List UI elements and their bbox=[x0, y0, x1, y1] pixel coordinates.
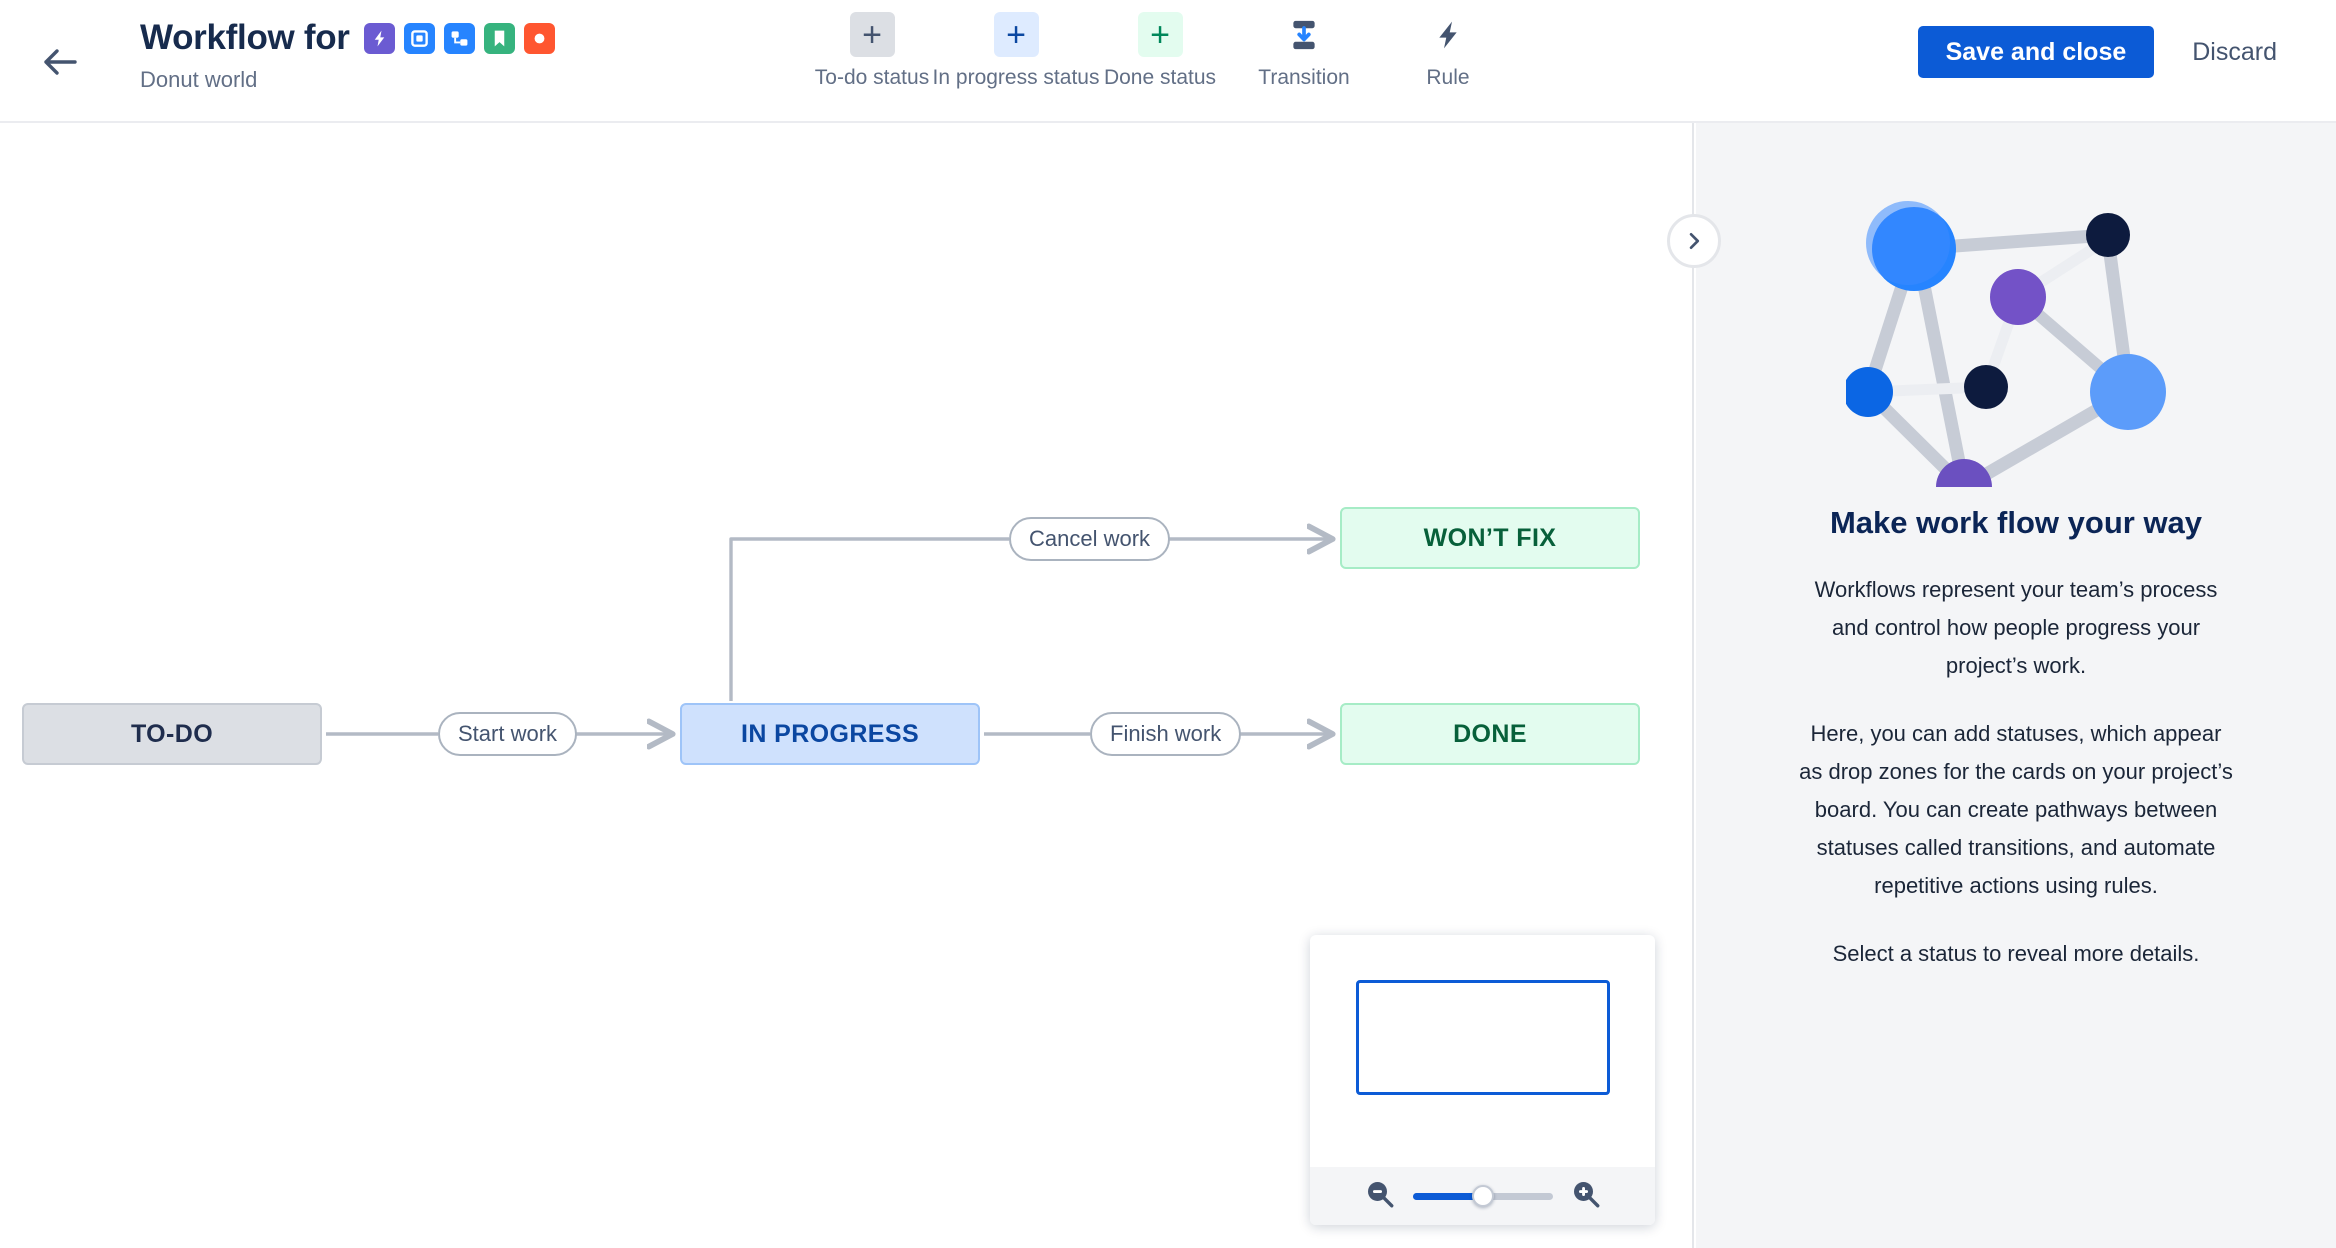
add-transition-button[interactable]: Transition bbox=[1232, 12, 1376, 90]
story-icon[interactable] bbox=[483, 22, 515, 54]
status-node-todo[interactable]: TO-DO bbox=[22, 703, 322, 765]
epic-icon[interactable] bbox=[363, 22, 395, 54]
transition-label-text: Cancel work bbox=[1029, 526, 1151, 551]
discard-button[interactable]: Discard bbox=[2178, 26, 2291, 78]
tool-label: To-do status bbox=[814, 66, 930, 89]
tool-label: Done status bbox=[1103, 66, 1217, 89]
back-button[interactable] bbox=[38, 40, 82, 84]
add-todo-status-button[interactable]: + To-do status bbox=[800, 12, 944, 90]
info-side-panel: Make work flow your way Workflows repres… bbox=[1696, 123, 2336, 1248]
add-rule-button[interactable]: Rule bbox=[1376, 12, 1520, 90]
transition-label-cancel-work[interactable]: Cancel work bbox=[1009, 517, 1171, 561]
lightning-icon bbox=[1426, 12, 1471, 57]
zoom-slider-handle[interactable] bbox=[1471, 1185, 1494, 1207]
zoom-slider-fill bbox=[1412, 1192, 1483, 1200]
side-panel-paragraph: Here, you can add statuses, which appear… bbox=[1799, 721, 2233, 898]
status-node-label: DONE bbox=[1453, 719, 1527, 748]
panel-collapse-toggle[interactable] bbox=[1667, 214, 1721, 268]
transition-label-start-work[interactable]: Start work bbox=[438, 712, 578, 756]
transition-icon bbox=[1282, 12, 1327, 57]
status-node-wont-fix[interactable]: WON’T FIX bbox=[1340, 507, 1640, 569]
transition-label-text: Start work bbox=[458, 721, 558, 746]
header-actions: Save and close Discard bbox=[1917, 26, 2291, 78]
title-block: Workflow for bbox=[140, 16, 555, 94]
subtask-icon[interactable] bbox=[443, 22, 475, 54]
zoom-in-icon[interactable] bbox=[1571, 1179, 1601, 1214]
tool-label: Transition bbox=[1258, 66, 1350, 89]
page-subtitle: Donut world bbox=[140, 67, 258, 92]
minimap-panel[interactable] bbox=[1310, 935, 1655, 1225]
status-node-label: WON’T FIX bbox=[1423, 523, 1557, 552]
workflow-canvas[interactable]: TO-DO IN PROGRESS WON’T FIX DONE Start w… bbox=[0, 123, 1694, 1248]
bug-icon[interactable] bbox=[523, 22, 555, 54]
zoom-out-icon[interactable] bbox=[1365, 1179, 1395, 1214]
side-panel-paragraph: Workflows represent your team’s process … bbox=[1814, 577, 2218, 678]
issue-type-icon-group bbox=[363, 22, 555, 54]
save-and-close-button[interactable]: Save and close bbox=[1917, 26, 2155, 78]
zoom-controls bbox=[1310, 1167, 1655, 1225]
task-icon[interactable] bbox=[403, 22, 435, 54]
workflow-network-illustration bbox=[1846, 201, 2166, 487]
status-node-in-progress[interactable]: IN PROGRESS bbox=[680, 703, 980, 765]
page-title: Workflow for bbox=[140, 18, 350, 57]
tool-label: Rule bbox=[1426, 66, 1470, 89]
side-panel-title: Make work flow your way bbox=[1829, 505, 2203, 540]
chevron-right-icon bbox=[1689, 233, 1700, 249]
plus-icon: + bbox=[993, 12, 1039, 57]
side-panel-hint: Select a status to reveal more details. bbox=[1832, 941, 2200, 966]
plus-icon: + bbox=[849, 12, 895, 57]
add-in-progress-status-button[interactable]: + In progress status bbox=[933, 12, 1099, 90]
zoom-slider[interactable] bbox=[1412, 1185, 1553, 1207]
transition-label-text: Finish work bbox=[1110, 721, 1222, 746]
tool-label: In progress status bbox=[932, 66, 1100, 89]
app-header: Workflow for bbox=[0, 0, 2336, 123]
arrow-left-icon bbox=[44, 49, 77, 75]
toolbar: + To-do status + In progress status + Do… bbox=[800, 12, 1520, 90]
add-done-status-button[interactable]: + Done status bbox=[1088, 12, 1232, 90]
status-node-label: TO-DO bbox=[130, 719, 214, 748]
status-node-done[interactable]: DONE bbox=[1340, 703, 1640, 765]
minimap-viewport[interactable] bbox=[1356, 980, 1610, 1095]
plus-icon: + bbox=[1137, 12, 1183, 57]
transition-label-finish-work[interactable]: Finish work bbox=[1090, 712, 1242, 756]
status-node-label: IN PROGRESS bbox=[740, 719, 920, 748]
